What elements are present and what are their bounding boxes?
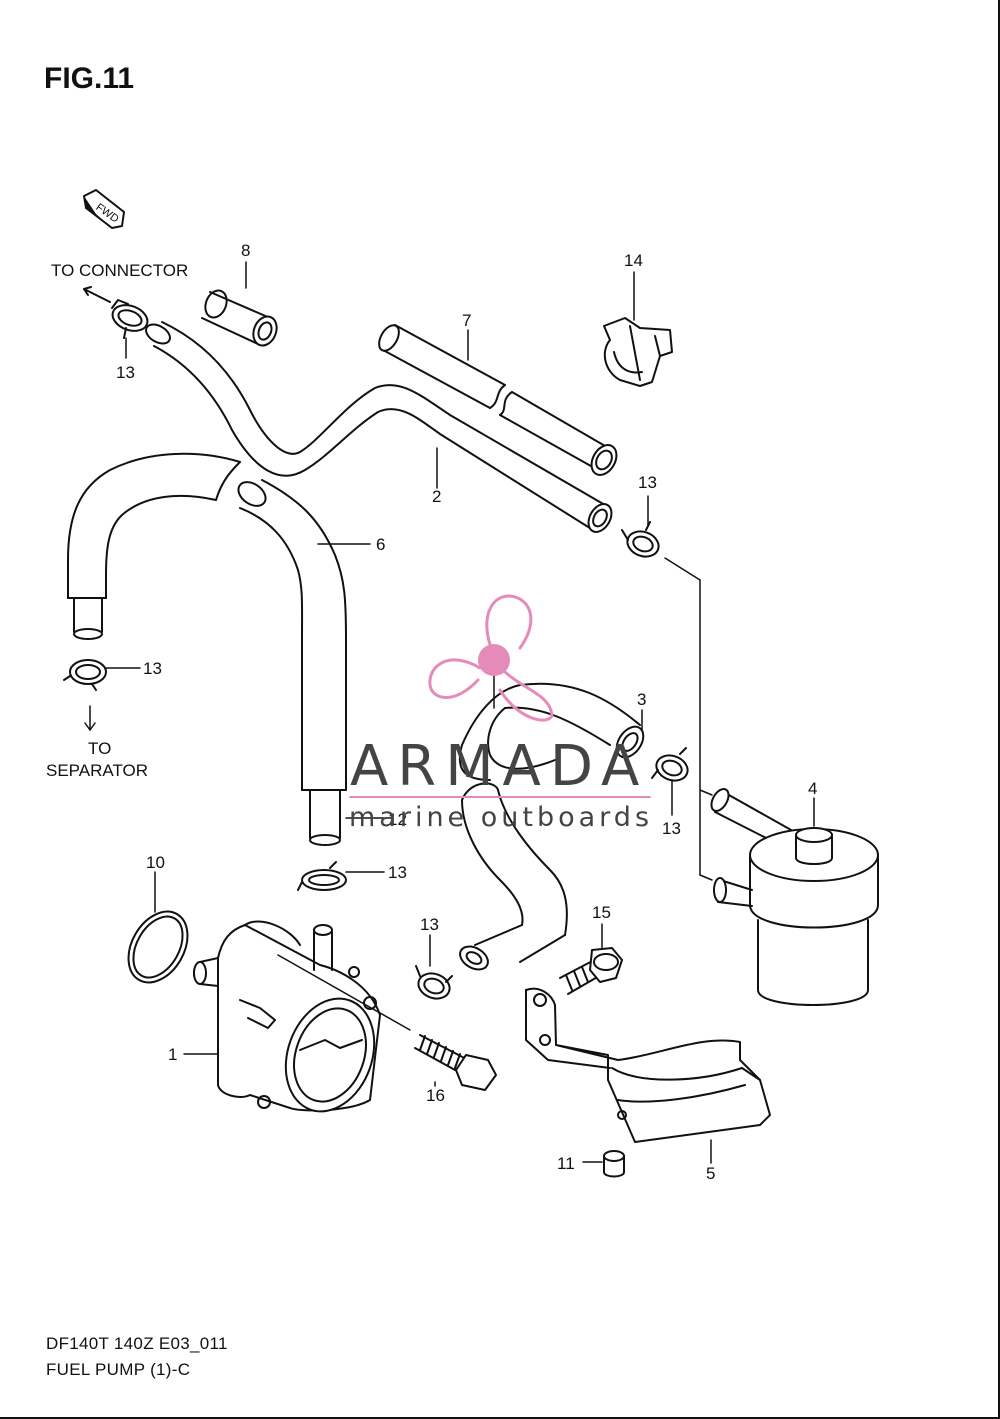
part-9-hose	[459, 707, 568, 971]
part-label-15: 15	[592, 903, 611, 922]
watermark-name: ARMADA	[350, 734, 648, 799]
part-13-clamp-d	[651, 747, 689, 782]
watermark-tagline: marine outboards	[349, 802, 653, 833]
part-label-11: 11	[557, 1154, 575, 1173]
part-label-13: 13	[116, 363, 135, 382]
part-label-13: 13	[662, 819, 681, 838]
part-13-clamp-b	[621, 521, 660, 558]
part-16-bolt	[414, 1034, 497, 1091]
part-3-hose	[458, 682, 645, 781]
part-label-7: 7	[462, 311, 471, 330]
part-6-hose-right	[237, 479, 347, 846]
part-13-clamp-a	[111, 299, 149, 339]
part-label-13: 13	[388, 863, 407, 882]
part-label-4: 4	[808, 779, 817, 798]
part-label-13: 13	[638, 473, 657, 492]
part-6-hose-left	[67, 452, 241, 640]
part-label-3: 3	[637, 690, 646, 709]
part-label-5: 5	[706, 1164, 715, 1183]
part-label-1: 1	[168, 1045, 177, 1064]
figure-title: FIG.11	[44, 62, 135, 95]
part-label-13: 13	[143, 659, 162, 678]
part-label-2: 2	[432, 487, 441, 506]
part-label-16: 16	[426, 1086, 445, 1105]
fwd-arrow-icon: FWD	[83, 189, 125, 229]
part-label-6: 6	[376, 535, 385, 554]
part-label-14: 14	[624, 251, 643, 270]
to-connector-label: TO CONNECTOR	[51, 261, 188, 280]
part-10-oring	[127, 910, 189, 984]
part-14-clip	[603, 317, 673, 387]
part-13-clamp-e	[297, 861, 347, 891]
separator-label: SEPARATOR	[46, 761, 148, 780]
part-label-12: 12	[388, 810, 407, 829]
footer-caption: FUEL PUMP (1)-C	[46, 1360, 191, 1379]
to-label: TO	[88, 739, 111, 758]
part-2-hose	[145, 321, 613, 533]
watermark: ARMADA marine outboards	[349, 594, 653, 833]
part-13-clamp-c	[63, 659, 107, 691]
part-4-filter	[710, 788, 879, 1006]
part-label-10: 10	[146, 853, 165, 872]
part-11-collar	[603, 1150, 625, 1178]
part-label-8: 8	[241, 241, 250, 260]
propeller-hub-icon	[478, 644, 510, 676]
leader-lines	[84, 261, 815, 1164]
to-connector-arrow-icon	[83, 286, 111, 303]
part-1-fuel-pump	[193, 920, 381, 1113]
part-7-hose	[378, 324, 618, 476]
part-8-hose	[201, 289, 278, 347]
propeller-logo-icon	[428, 594, 554, 722]
part-13-clamp-f	[415, 965, 453, 1000]
footer-model: DF140T 140Z E03_011	[46, 1334, 228, 1353]
part-5-bracket	[525, 987, 771, 1143]
part-15-bolt	[559, 947, 623, 995]
part-label-13: 13	[420, 915, 439, 934]
